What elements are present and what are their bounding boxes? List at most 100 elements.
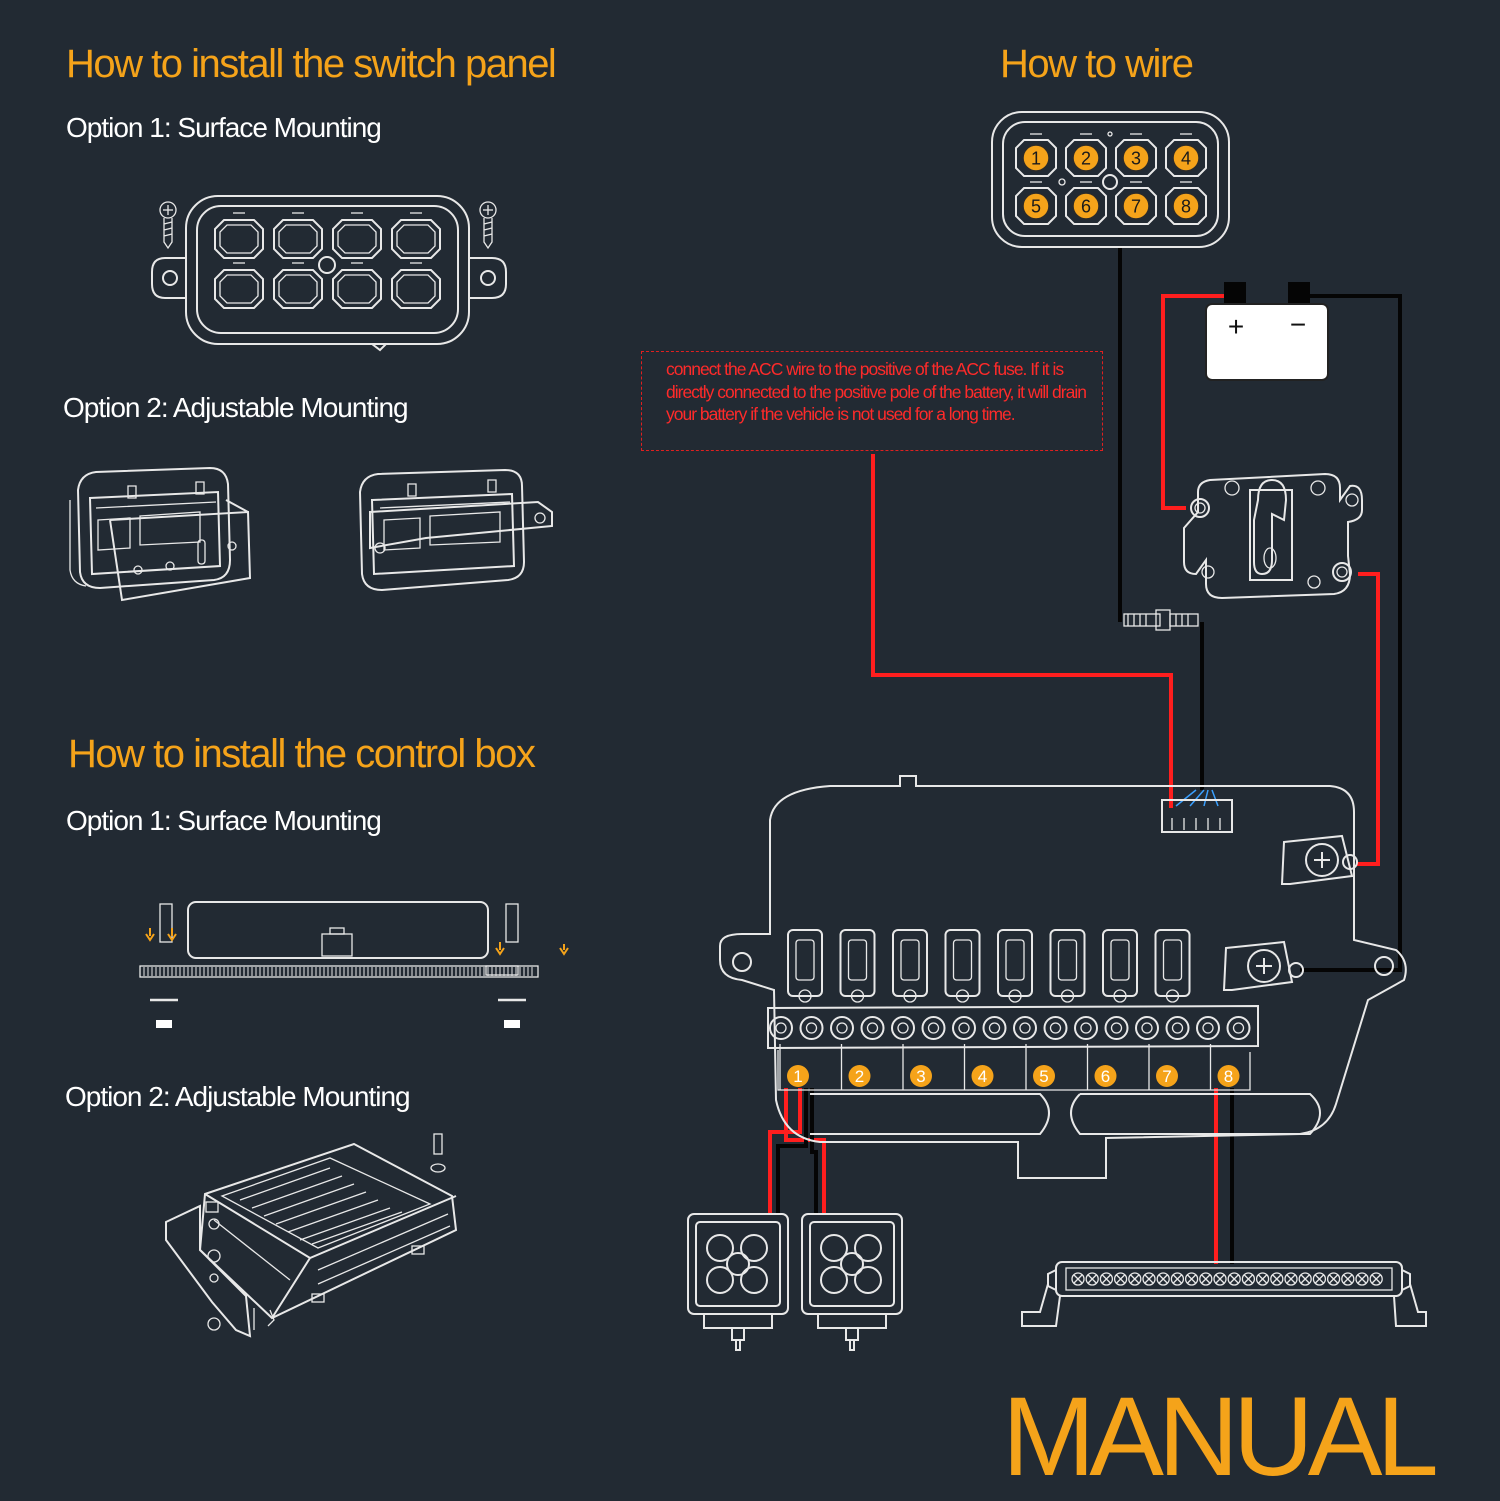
pod-light-icon (801, 1213, 903, 1351)
switch-button-number: 4 (1181, 149, 1191, 169)
switch-button-2: 2 (1065, 133, 1107, 177)
terminal-screw (830, 1016, 854, 1040)
switch-button-5: 5 (1015, 181, 1057, 225)
brand-logo: MANUAL (1002, 1374, 1439, 1499)
light-bar-led (1128, 1272, 1142, 1286)
terminal-screw (1135, 1016, 1159, 1040)
channel-label-2: 2 (840, 1044, 871, 1090)
switch-button-8: 8 (1165, 181, 1207, 225)
light-bar-led (1369, 1272, 1383, 1286)
channel-number: 8 (1224, 1067, 1233, 1086)
panel-button-outline (332, 212, 382, 259)
light-bar-led (1227, 1272, 1241, 1286)
circuit-breaker-icon (1183, 472, 1363, 600)
terminal-screw (769, 1016, 793, 1040)
terminal-screw (891, 1016, 915, 1040)
light-bar-led (1255, 1272, 1270, 1286)
fuse-slot (787, 929, 823, 1003)
light-bar-led (1156, 1272, 1170, 1286)
adjustable-mount-panel-left (69, 466, 252, 602)
battery-icon: + − (1205, 282, 1329, 381)
light-bar-led (1085, 1272, 1099, 1286)
switch-button-3: 3 (1115, 133, 1157, 177)
light-bar-led (1184, 1272, 1199, 1286)
box-option-2: Option 2: Adjustable Mounting (65, 1081, 411, 1112)
light-bar-led (1270, 1272, 1284, 1286)
panel-option-1: Option 1: Surface Mounting (66, 112, 382, 143)
pod-light-icon (687, 1213, 789, 1351)
control-box-icon: 1 2 3 4 5 6 7 8 (719, 775, 1407, 1179)
channel-number: 6 (1101, 1067, 1110, 1086)
switch-button-number: 3 (1131, 149, 1141, 169)
channel-label-6: 6 (1086, 1044, 1117, 1090)
panel-button-outline (273, 212, 323, 259)
control-box-heading: How to install the control box (68, 732, 536, 776)
switch-button-number: 7 (1131, 197, 1141, 217)
light-bar-led (1213, 1272, 1227, 1286)
switch-button-1: 1 (1015, 133, 1057, 177)
channel-number: 3 (916, 1067, 925, 1086)
switch-button-number: 2 (1081, 149, 1091, 169)
terminal-screw (1074, 1016, 1098, 1040)
connector-icon (1123, 609, 1199, 631)
light-bar-led (1142, 1272, 1156, 1286)
channel-number: 1 (793, 1067, 802, 1086)
light-bar-led (1326, 1272, 1341, 1286)
fuse-slot (892, 929, 928, 1003)
switch-button-7: 7 (1115, 181, 1157, 225)
switch-button-number: 6 (1081, 197, 1091, 217)
fuse-slot (1154, 929, 1191, 1003)
battery-positive-label: + (1228, 311, 1244, 342)
switch-button-number: 1 (1031, 149, 1041, 169)
panel-button-outline (332, 262, 382, 309)
channel-label-5: 5 (1025, 1044, 1055, 1090)
light-bar-led (1199, 1272, 1213, 1286)
fuse-slot (997, 929, 1033, 1003)
terminal-screw (1226, 1016, 1251, 1040)
switch-button-number: 5 (1031, 197, 1041, 217)
channel-number: 4 (978, 1067, 987, 1086)
surface-mount-box-illustration (139, 901, 569, 1028)
terminal-screw (1196, 1016, 1220, 1040)
box-option-1: Option 1: Surface Mounting (66, 805, 382, 836)
switch-button-number: 8 (1181, 197, 1191, 217)
acc-wire-note: connect the ACC wire to the positive of … (641, 351, 1103, 451)
fuse-slot (944, 929, 981, 1003)
light-bar-led (1355, 1272, 1369, 1286)
switch-panel-icon: 1 2 3 4 5 6 7 8 (991, 111, 1230, 248)
switch-button-6: 6 (1065, 181, 1107, 225)
light-bar-led (1298, 1272, 1312, 1286)
wiring-diagram: 1 2 3 4 5 6 7 8 + − (687, 111, 1427, 1351)
panel-button-outline (214, 262, 264, 309)
light-bar-led (1071, 1272, 1085, 1286)
surface-mount-panel-illustration (151, 195, 507, 352)
channel-label-1: 1 (779, 1044, 809, 1090)
fuse-slot (1049, 929, 1086, 1003)
terminal-screw (799, 1016, 824, 1040)
light-bar-led (1241, 1272, 1256, 1286)
switch-panel-heading: How to install the switch panel (66, 42, 557, 86)
terminal-screw (1104, 1016, 1129, 1040)
channel-label-3: 3 (902, 1044, 932, 1090)
channel-label-8: 8 (1209, 1044, 1240, 1090)
terminal-screw (921, 1016, 946, 1040)
switch-button-4: 4 (1165, 133, 1207, 177)
terminal-screw (860, 1016, 885, 1040)
ground-stud-icon (1280, 834, 1358, 885)
battery-negative-label: − (1290, 309, 1306, 340)
panel-button-outline (273, 262, 323, 309)
channel-number: 5 (1039, 1067, 1048, 1086)
adjustable-mount-box-illustration (165, 1133, 458, 1338)
light-bar-led (1312, 1272, 1327, 1286)
light-bar-led (1284, 1272, 1298, 1286)
light-bar-led (1341, 1272, 1355, 1286)
channel-number: 7 (1162, 1067, 1171, 1086)
panel-button-outline (391, 212, 441, 259)
terminal-screw (1165, 1016, 1190, 1040)
channel-label-4: 4 (963, 1044, 994, 1090)
light-bar-led (1113, 1272, 1128, 1286)
light-bar-led (1170, 1272, 1185, 1286)
wiring-heading: How to wire (1000, 42, 1194, 86)
